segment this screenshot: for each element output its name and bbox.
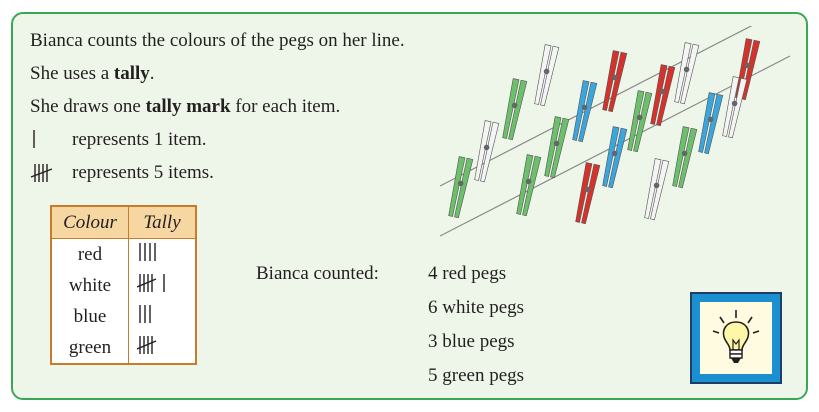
tally-cell: [128, 332, 196, 364]
table-row: red: [51, 238, 196, 270]
one-mark-meaning: represents 1 item.: [72, 129, 207, 150]
intro-line-1: Bianca counts the colours of the pegs on…: [30, 30, 405, 51]
clothes-peg: [542, 116, 570, 179]
single-tally-mark-icon: [33, 130, 35, 148]
five-tally-marks-icon: [30, 164, 53, 182]
tally-table: Colour Tally red white blue green: [50, 205, 197, 365]
count-red: 4 red pegs: [428, 263, 507, 284]
table-row: blue: [51, 301, 196, 332]
clothes-peg: [600, 50, 628, 113]
clothes-peg: [733, 38, 761, 101]
header-tally: Tally: [128, 206, 196, 239]
clothes-peg: [672, 42, 700, 105]
clothes-peg: [570, 80, 598, 143]
tally-cell: [128, 301, 196, 332]
clothes-peg: [472, 120, 500, 183]
header-colour: Colour: [51, 206, 129, 239]
colour-cell: green: [68, 336, 112, 358]
hint-inner: [700, 302, 772, 374]
five-marks-meaning: represents 5 items.: [72, 162, 214, 183]
lightbulb-icon: [712, 310, 760, 363]
table-row: white: [51, 270, 196, 301]
colour-cell: blue: [73, 305, 107, 327]
tally-mark: [136, 277, 157, 288]
clothes-peg: [625, 90, 653, 153]
pegs-illustration: [440, 26, 790, 237]
clothes-peg: [670, 126, 698, 189]
tally-cell: [128, 238, 196, 270]
counted-list: 4 red pegs 6 white pegs 3 blue pegs 5 gr…: [428, 263, 524, 399]
clothes-peg: [696, 92, 724, 155]
tally-cell: [128, 270, 196, 301]
clothes-peg: [642, 158, 670, 221]
clothes-peg: [648, 64, 676, 127]
clothes-peg: [446, 156, 474, 219]
clothes-peg: [720, 76, 748, 139]
clothes-peg: [500, 78, 528, 141]
count-white: 6 white pegs: [428, 297, 525, 318]
clothes-peg: [573, 162, 601, 225]
hint-button[interactable]: [690, 292, 782, 384]
tally-mark: [136, 339, 157, 350]
count-blue: 3 blue pegs: [428, 331, 515, 352]
clothes-peg: [600, 126, 628, 189]
clothes-peg: [514, 154, 542, 217]
table-row: green: [51, 332, 196, 364]
colour-cell: white: [68, 274, 112, 296]
clothes-peg: [532, 44, 560, 107]
intro-line-2: She uses a tally.: [30, 63, 155, 84]
counted-label: Bianca counted:: [256, 263, 379, 284]
intro-line-3: She draws one tally mark for each item.: [30, 96, 341, 117]
count-green: 5 green pegs: [428, 365, 525, 386]
colour-cell: red: [77, 243, 103, 265]
